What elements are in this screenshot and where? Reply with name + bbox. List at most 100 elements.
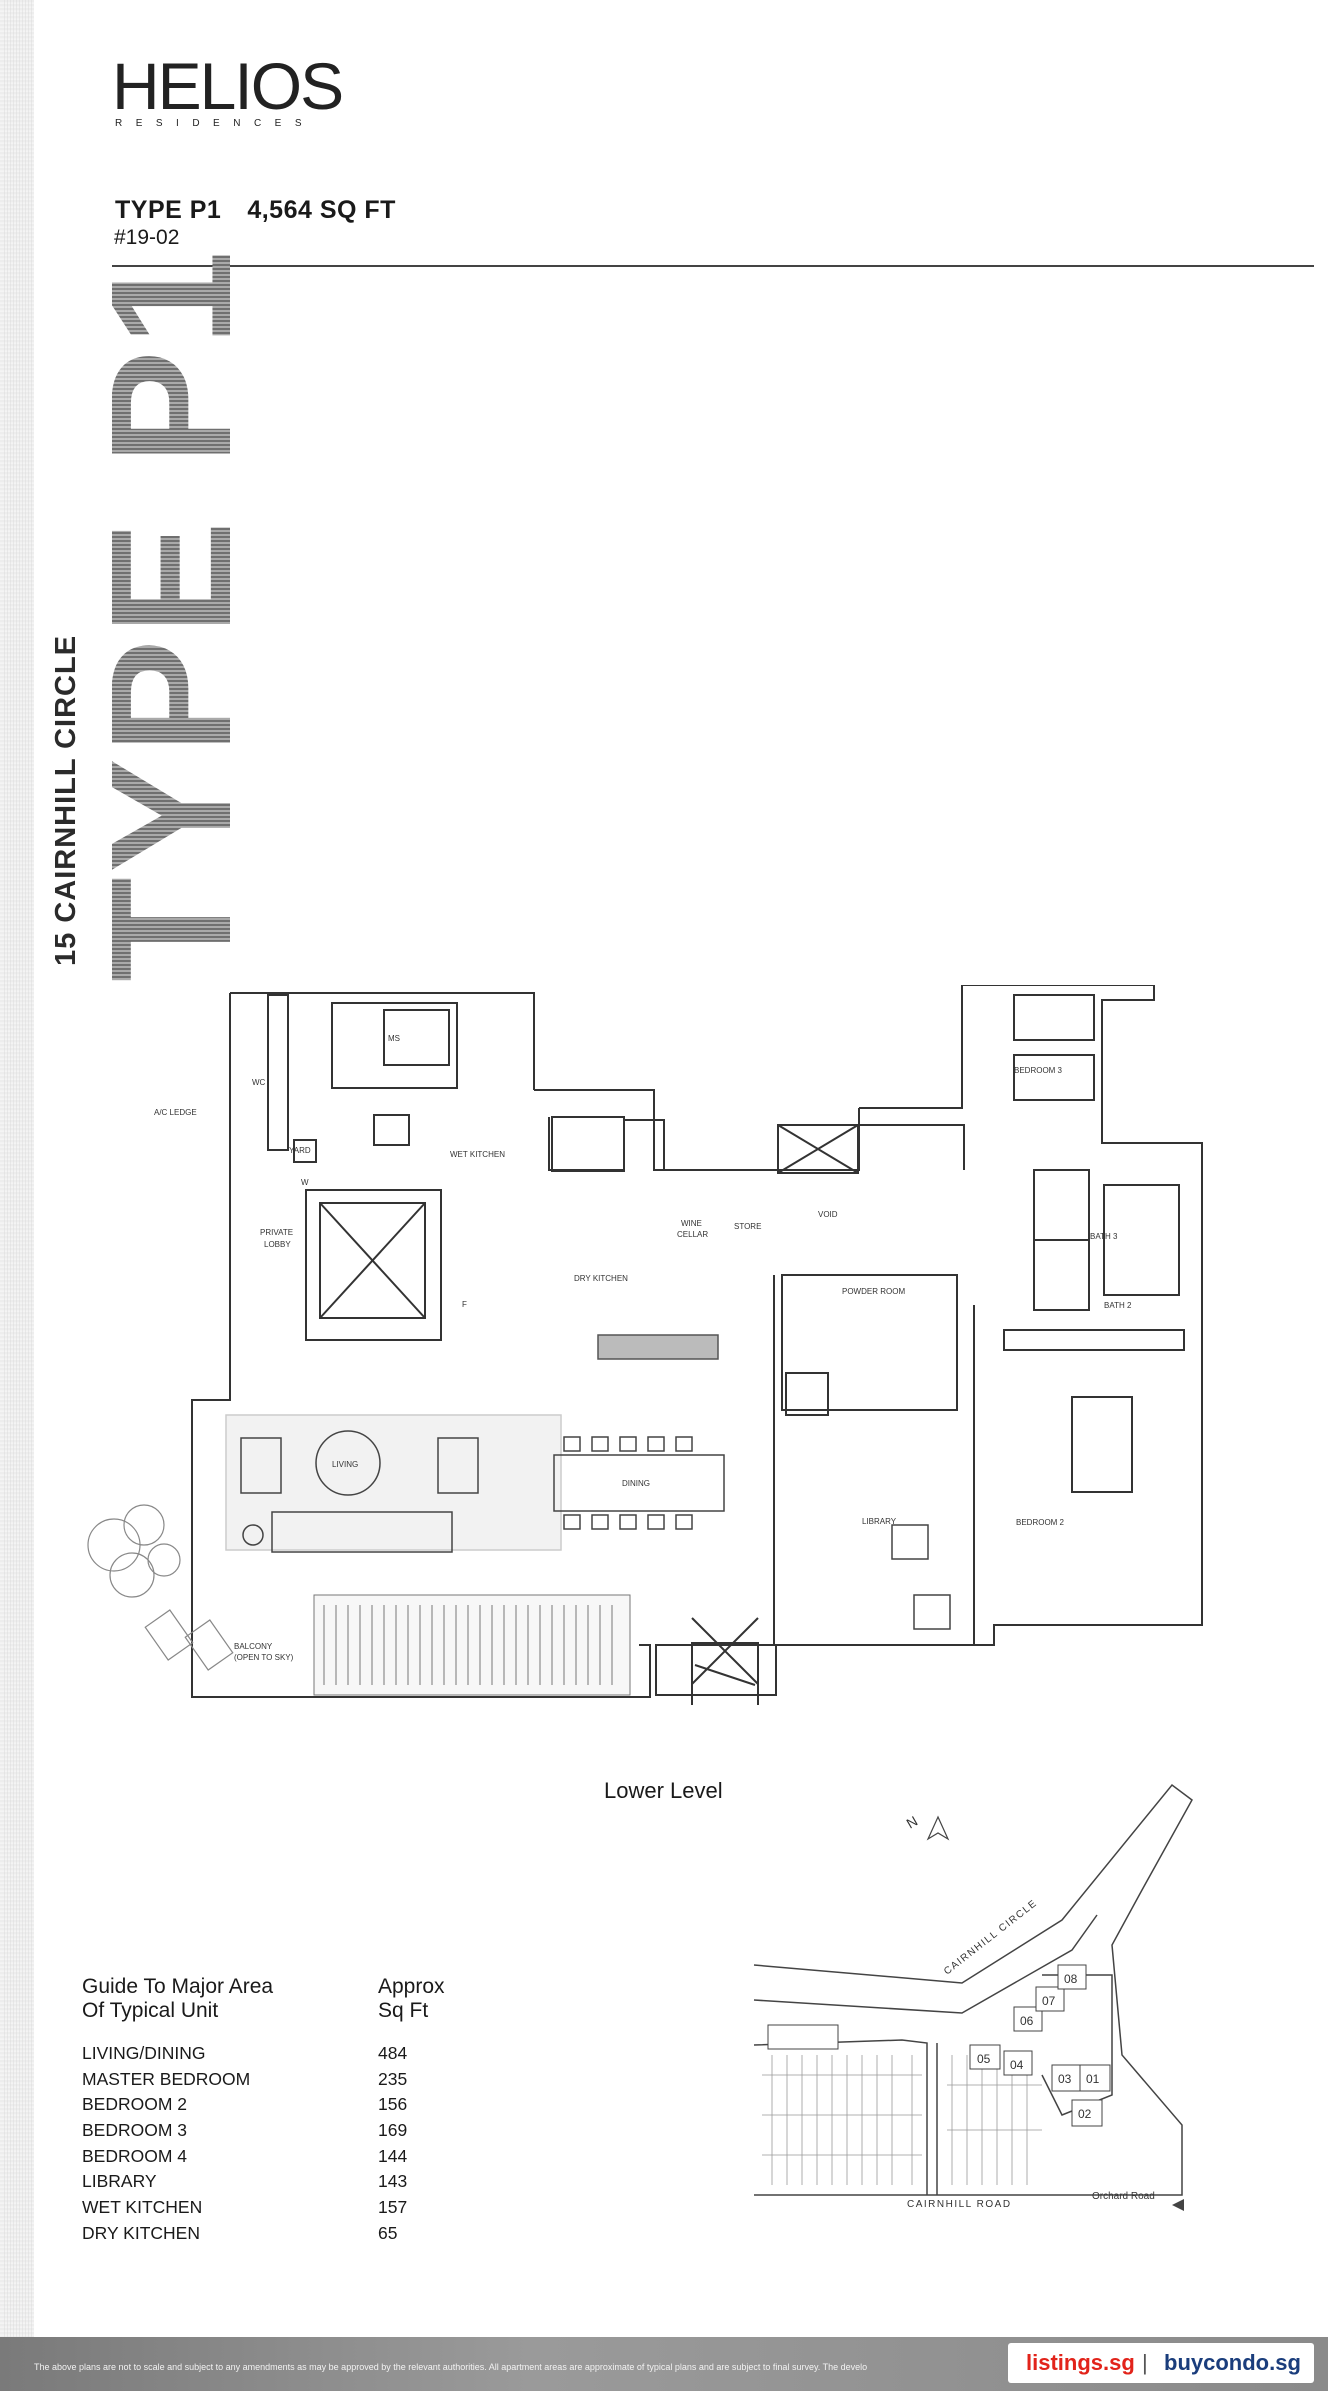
label-powder-room: POWDER ROOM bbox=[842, 1287, 905, 1296]
tree-sketch bbox=[87, 1504, 234, 1671]
wall-mid-top bbox=[534, 1089, 860, 1171]
label-void: VOID bbox=[818, 1210, 838, 1219]
label-w: W bbox=[301, 1178, 309, 1187]
label-ac-ledge: A/C LEDGE bbox=[154, 1108, 197, 1117]
type-vertical-title: TYPE P1 bbox=[75, 246, 267, 982]
powder-room-walls bbox=[781, 1274, 958, 1411]
site-plan-drawing: 05 04 06 07 08 03 01 02 N CAIRNHILL CIRC… bbox=[753, 1783, 1193, 2211]
void-box bbox=[777, 1124, 859, 1174]
logo-subtitle: RESIDENCES bbox=[115, 118, 316, 129]
block-08: 08 bbox=[1064, 1972, 1078, 1986]
unit-number: #19-02 bbox=[114, 226, 180, 249]
header-divider bbox=[112, 265, 1314, 267]
label-private-lobby-2: LOBBY bbox=[264, 1240, 291, 1249]
bath-fixtures bbox=[1103, 1184, 1180, 1296]
unit-type: TYPE P1 bbox=[115, 196, 222, 224]
site-hatch bbox=[762, 2055, 1042, 2185]
room-name: DRY KITCHEN bbox=[82, 2222, 200, 2243]
label-balcony-1: BALCONY bbox=[234, 1642, 273, 1651]
unit-heading: TYPE P1 4,564 SQ FT bbox=[115, 196, 422, 225]
label-yard: YARD bbox=[289, 1146, 311, 1155]
dining-table bbox=[553, 1454, 725, 1512]
table-row: BEDROOM 4 144 bbox=[82, 2144, 482, 2170]
buycondo-link[interactable]: buycondo.sg bbox=[1164, 2350, 1301, 2375]
road-orchard: Orchard Road bbox=[1092, 2191, 1155, 2202]
block-left bbox=[767, 2024, 839, 2050]
bed-3-lower bbox=[1013, 1054, 1095, 1101]
approx-heading-line2: Sq Ft bbox=[378, 1999, 429, 2022]
label-wet-kitchen: WET KITCHEN bbox=[450, 1150, 505, 1159]
wall-top-left bbox=[230, 992, 535, 1090]
guide-heading-line1: Guide To Major Area bbox=[82, 1975, 274, 1998]
listings-link[interactable]: listings.sg bbox=[1026, 2350, 1135, 2375]
page-edge-texture bbox=[0, 0, 34, 2391]
room-name: BEDROOM 3 bbox=[82, 2120, 188, 2141]
unit-area: 4,564 SQ FT bbox=[247, 196, 396, 224]
label-dry-kitchen: DRY KITCHEN bbox=[574, 1274, 628, 1283]
label-ms: MS bbox=[388, 1034, 400, 1043]
label-store: STORE bbox=[734, 1222, 761, 1231]
room-area: 484 bbox=[378, 2043, 408, 2063]
room-name: MASTER BEDROOM bbox=[82, 2068, 251, 2089]
yard-unit bbox=[373, 1114, 410, 1146]
lift-mark-2 bbox=[785, 1372, 829, 1416]
table-row: BEDROOM 2 156 bbox=[82, 2092, 482, 2118]
north-label: N bbox=[904, 1813, 921, 1832]
bed-3-upper bbox=[1013, 994, 1095, 1041]
sofa-right bbox=[437, 1437, 479, 1494]
label-living: LIVING bbox=[332, 1460, 358, 1469]
coffee-table bbox=[315, 1430, 381, 1496]
lift-lobby-frame bbox=[305, 1189, 442, 1341]
room-area: 156 bbox=[378, 2094, 408, 2115]
guide-heading-line2: Of Typical Unit bbox=[82, 1999, 219, 2022]
block-02: 02 bbox=[1078, 2107, 1092, 2121]
room-name: WET KITCHEN bbox=[82, 2197, 203, 2218]
block-07: 07 bbox=[1042, 1994, 1056, 2008]
label-private-lobby-1: PRIVATE bbox=[260, 1228, 293, 1237]
dining-chairs bbox=[563, 1436, 693, 1530]
table-row: MASTER BEDROOM 235 bbox=[82, 2067, 482, 2093]
table-row: DRY KITCHEN 65 bbox=[82, 2221, 482, 2247]
label-bedroom-3: BEDROOM 3 bbox=[1014, 1066, 1063, 1075]
label-balcony-2: (OPEN TO SKY) bbox=[234, 1653, 294, 1662]
block-01: 01 bbox=[1086, 2072, 1100, 2086]
plan-caption: Lower Level bbox=[604, 1778, 723, 1803]
room-area: 143 bbox=[378, 2171, 408, 2192]
wall-left bbox=[191, 993, 651, 1698]
bedroom2-wardrobe bbox=[1003, 1329, 1185, 1351]
table-row: BEDROOM 3 169 bbox=[82, 2118, 482, 2144]
block-04: 04 bbox=[1010, 2058, 1024, 2072]
label-bedroom-2: BEDROOM 2 bbox=[1016, 1518, 1065, 1527]
living-rug bbox=[225, 1414, 562, 1551]
ms-bed bbox=[383, 1009, 450, 1066]
road-cairnhill-road: CAIRNHILL ROAD bbox=[907, 2199, 1012, 2210]
room-name: BEDROOM 2 bbox=[82, 2094, 188, 2115]
lift-shaft bbox=[319, 1202, 426, 1319]
room-area: 235 bbox=[378, 2068, 408, 2089]
logo-wordmark: HELIOS bbox=[112, 49, 344, 123]
room-area: 65 bbox=[378, 2222, 398, 2243]
floor-plan: WC MS A/C LEDGE YARD WET KITCHEN W PRIVA… bbox=[74, 985, 1234, 1705]
block-06: 06 bbox=[1020, 2014, 1034, 2028]
site-plan: 05 04 06 07 08 03 01 02 N CAIRNHILL CIRC… bbox=[752, 1775, 1208, 2220]
listing-brand-badge: listings.sg | buycondo.sg bbox=[1008, 2343, 1314, 2383]
floor-plan-drawing: WC MS A/C LEDGE YARD WET KITCHEN W PRIVA… bbox=[87, 985, 1203, 1705]
wc-wall bbox=[267, 994, 289, 1151]
room-name: LIVING/DINING bbox=[82, 2043, 206, 2063]
room-area: 169 bbox=[378, 2120, 408, 2141]
label-dining: DINING bbox=[622, 1479, 650, 1488]
library-desk-chair bbox=[913, 1594, 951, 1630]
helios-logo: HELIOS RESIDENCES bbox=[112, 49, 344, 130]
label-wine-cellar-1: WINE bbox=[681, 1219, 702, 1228]
room-name: BEDROOM 4 bbox=[82, 2145, 188, 2166]
bed-2 bbox=[1071, 1396, 1133, 1493]
site-boundary bbox=[753, 1783, 1193, 2196]
brand-separator: | bbox=[1142, 2350, 1148, 2375]
room-area: 144 bbox=[378, 2145, 408, 2166]
bath-2 bbox=[1033, 1239, 1090, 1311]
area-guide-table: Guide To Major Area Of Typical Unit Appr… bbox=[82, 1975, 482, 2247]
footer-disclaimer: The above plans are not to scale and sub… bbox=[34, 2362, 868, 2372]
block-05: 05 bbox=[977, 2052, 991, 2066]
library-chair bbox=[891, 1524, 929, 1560]
